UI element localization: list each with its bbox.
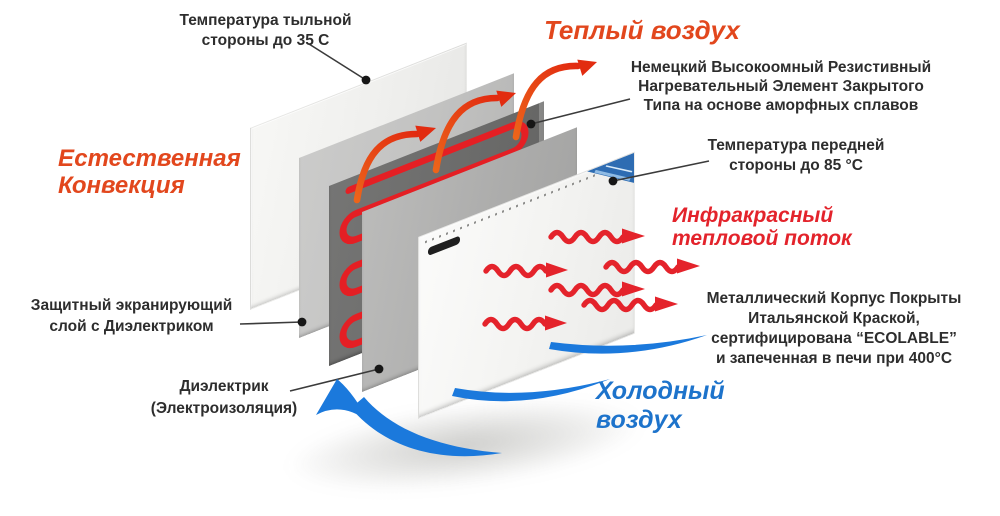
label-cold-air: Холодный воздух (596, 377, 725, 435)
infrared-arrowhead-5 (655, 296, 678, 312)
front-panel-logo (587, 152, 634, 183)
label-line: слой с Диэлектриком (49, 318, 214, 335)
label-line: Итальянской Краской, (748, 310, 920, 327)
label-line: сертифицирована “ECOLABLE” (711, 330, 957, 347)
label-line: Типа на основе аморфных сплавов (643, 97, 919, 114)
label-line: Немецкий Высокоомный Резистивный (630, 59, 932, 76)
label-dielectric: Диэлектрик (Электроизоляция) (138, 376, 310, 420)
label-line: и запеченная в печи при 400°С (715, 350, 953, 367)
label-line: стороны до 85 °С (729, 157, 863, 174)
label-line: Естественная (58, 145, 241, 172)
leader-shield-layer (239, 321, 303, 325)
infrared-arrowhead-3 (677, 258, 700, 274)
label-line: Нагревательный Элемент Закрытого (638, 78, 924, 95)
label-line: Конвекция (58, 172, 185, 199)
label-natural-convection: Естественная Конвекция (58, 145, 241, 199)
label-front-temperature: Температура передней стороны до 85 °С (698, 136, 894, 176)
label-infrared-flow: Инфракрасный тепловой поток (672, 204, 852, 250)
warm-air-arrowhead-3 (577, 59, 597, 76)
label-line: Защитный экранирующий (30, 297, 233, 314)
label-line: Металлический Корпус Покрыты (706, 290, 962, 307)
label-metal-body: Металлический Корпус Покрыты Итальянской… (700, 289, 968, 369)
label-line: Холодный (596, 377, 725, 405)
label-line: тепловой поток (672, 227, 852, 250)
label-line: Теплый воздух (544, 15, 740, 45)
front-panel-slot (428, 236, 460, 255)
label-shield-layer: Защитный экранирующий слой с Диэлектрико… (24, 295, 239, 337)
label-heating-element: Немецкий Высокоомный Резистивный Нагрева… (628, 58, 934, 115)
label-line: Диэлектрик (179, 378, 269, 395)
label-line: стороны до 35 С (201, 32, 330, 49)
label-warm-air: Теплый воздух (544, 16, 740, 44)
label-line: Инфракрасный (672, 204, 834, 227)
label-line: воздух (596, 406, 682, 434)
leader-heating-element (530, 98, 631, 125)
label-line: (Электроизоляция) (150, 400, 298, 417)
front-panel-vent-perforation (425, 161, 628, 244)
label-line: Температура передней (707, 137, 885, 154)
label-back-temperature: Температура тыльной стороны до 35 С (148, 11, 383, 51)
label-line: Температура тыльной (179, 12, 352, 29)
